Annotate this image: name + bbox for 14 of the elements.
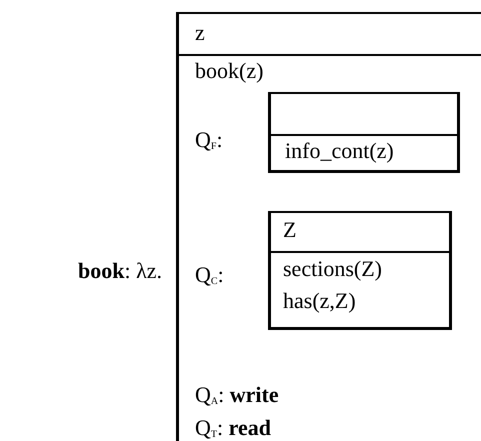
role-label: Q$_{F}$: — [195, 129, 223, 152]
role-value-text: Q$_{T}$: read — [195, 417, 271, 440]
lambda-label: book: λz. — [78, 260, 162, 282]
condition-text: info_cont(z) — [285, 140, 394, 162]
drs-box — [176, 12, 481, 441]
condition-text: book(z) — [195, 60, 264, 82]
sub-drs-box — [268, 211, 452, 330]
sub-drs-box — [268, 92, 460, 173]
condition-text: has(z,Z) — [283, 290, 356, 312]
variable-text: z — [195, 22, 205, 44]
variable-text: Z — [283, 219, 296, 241]
role-label: Q$_{C}$: — [195, 264, 224, 287]
role-value-text: Q$_{A}$: write — [195, 384, 279, 407]
condition-text: sections(Z) — [283, 258, 382, 280]
